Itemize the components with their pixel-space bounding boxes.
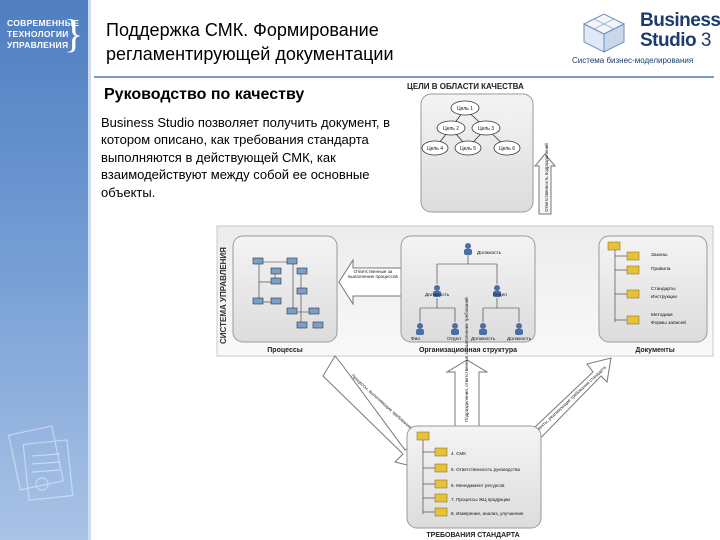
standard-folder-icons <box>416 431 448 517</box>
company-logo-text: СОВРЕМЕННЫЕ ТЕХНОЛОГИИ УПРАВЛЕНИЯ <box>7 18 79 51</box>
goal-node-1 <box>450 100 480 116</box>
documents-decoration-icon <box>8 425 74 501</box>
org-bottom-label-1: Фио <box>411 336 420 342</box>
org-bottom-label-2: Отдел <box>447 336 461 342</box>
brand-name-line-2: Studio 3 <box>640 30 711 52</box>
org-people-icons <box>416 243 523 335</box>
goal-node-4 <box>421 140 449 156</box>
documents-label: Документы <box>635 347 674 354</box>
standard-item-5: 8. Измерение, анализ, улучшение <box>451 511 524 516</box>
goal-label-5: Цель 5 <box>460 146 476 152</box>
logo-line-1: СОВРЕМЕННЫЕ <box>7 18 80 28</box>
doc-item-1: Законы <box>651 252 668 258</box>
goal-label-2: Цель 2 <box>443 126 459 132</box>
goal-label-6: Цель 6 <box>499 146 515 152</box>
section-title: Руководство по качеству <box>104 86 305 103</box>
standard-title: ТРЕБОВАНИЯ СТАНДАРТА <box>426 532 519 539</box>
org-bottom-label-3: Должность <box>471 336 496 342</box>
doc-item-6: Формы записей <box>651 319 686 326</box>
right-arrow-label: Документы, реализующие требования станда… <box>528 365 607 439</box>
goals-title: ЦЕЛИ В ОБЛАСТИ КАЧЕСТВА <box>407 82 524 91</box>
doc-item-3: Стандарты <box>651 286 676 292</box>
goal-node-5 <box>454 140 482 156</box>
brand-logo: Business Studio 3 Система бизнес-моделир… <box>568 6 720 72</box>
goal-label-3: Цель 3 <box>478 126 494 132</box>
logo-brace-icon: } <box>64 11 84 56</box>
org-bottom-label-4: Должность <box>507 336 532 342</box>
goal-label-1: Цель 1 <box>457 106 473 112</box>
center-arrow-label: Подразделения, ответственные за выполнен… <box>463 297 469 422</box>
processes-arrow-label: Ответственные за выполнение процессов <box>348 269 398 279</box>
org-panel <box>400 235 536 343</box>
processes-arrow: Ответственные за выполнение процессов <box>338 258 402 306</box>
goals-tree <box>421 100 521 156</box>
header-separator <box>94 76 714 78</box>
org-top-label: Должность <box>477 250 502 256</box>
page-title-line-2: регламентирующей документации <box>106 44 394 64</box>
standard-item-2: 5. Ответственность руководства <box>451 467 520 472</box>
left-sidebar: СОВРЕМЕННЫЕ ТЕХНОЛОГИИ УПРАВЛЕНИЯ } <box>0 0 88 540</box>
processes-label: Процессы <box>267 347 302 354</box>
doc-item-5: Методики <box>651 312 673 318</box>
documents-tree <box>614 248 627 322</box>
goal-node-6 <box>493 140 521 156</box>
standard-item-4: 7. Процессы ЖЦ продукции <box>451 497 510 502</box>
brand-name-line-1: Business <box>640 10 720 31</box>
goal-label-4: Цель 4 <box>427 146 443 152</box>
process-tree <box>252 257 324 329</box>
cube-logo-icon <box>582 13 626 53</box>
center-arrow: Подразделения, ответственные за выполнен… <box>445 297 489 427</box>
org-tree <box>419 252 520 322</box>
qms-diagram: ЦЕЛИ В ОБЛАСТИ КАЧЕСТВА Цель 1 Цель 2 Це… <box>216 82 714 539</box>
goal-node-2 <box>436 120 466 136</box>
sidebar-divider <box>88 0 91 540</box>
logo-line-3: УПРАВЛЕНИЯ <box>7 40 69 50</box>
doc-item-4: Инструкции <box>651 294 677 300</box>
standard-item-1: 4. СМК <box>451 451 466 456</box>
page-title-line-1: Поддержка СМК. Формирование <box>106 20 379 40</box>
standard-item-3: 6. Менеджмент ресурсов <box>451 483 505 488</box>
documents-panel <box>598 235 708 343</box>
org-mid-label-1: Должность <box>425 292 450 298</box>
goal-node-3 <box>471 120 501 136</box>
org-label: Организационная структура <box>419 347 517 354</box>
standard-tree <box>422 438 435 514</box>
goals-responsibility-arrow: Ответственность подразделений <box>533 143 557 215</box>
doc-item-2: Правила <box>651 266 671 272</box>
document-folder-icons <box>607 241 640 325</box>
page-title: Поддержка СМК. Формирование регламентиру… <box>106 18 536 66</box>
goals-side-label: Ответственность подразделений <box>543 143 549 212</box>
system-label: СИСТЕМА УПРАВЛЕНИЯ <box>219 247 228 344</box>
brand-studio: Studio <box>640 30 697 51</box>
brand-version: 3 <box>700 30 712 51</box>
org-mid-label-2: Отдел <box>493 292 507 298</box>
logo-line-2: ТЕХНОЛОГИИ <box>7 29 69 39</box>
brand-subtitle: Система бизнес-моделирования <box>572 56 694 65</box>
body-paragraph: Business Studio позволяет получить докум… <box>101 115 391 200</box>
